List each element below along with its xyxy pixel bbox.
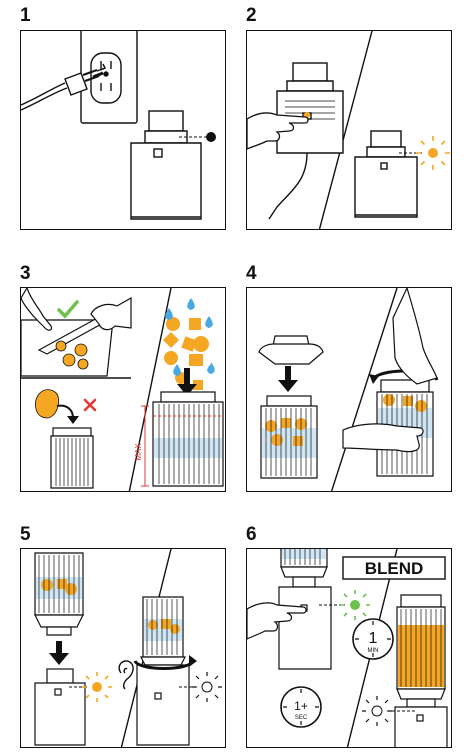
blend-label: BLEND <box>365 559 424 578</box>
step-1-panel <box>20 30 226 230</box>
blade-assembly <box>258 335 324 365</box>
step-4-panel <box>246 287 452 492</box>
jar-ribs <box>158 404 220 484</box>
blender-base <box>130 110 202 220</box>
fruit-cubes <box>163 317 209 390</box>
step-3-panel: MAX <box>20 287 226 492</box>
step-4-number: 4 <box>246 263 257 284</box>
power-cable-icon <box>21 82 68 111</box>
jar-ribs <box>146 599 178 655</box>
light-off-icon <box>179 672 222 702</box>
blender-base-front <box>354 130 418 218</box>
arrow-down-icon <box>49 641 69 665</box>
light-on-green-icon <box>319 590 370 620</box>
cutting-board <box>21 319 114 377</box>
max-marker <box>141 405 223 487</box>
outlet-icon <box>80 31 138 124</box>
step-1-number: 1 <box>20 5 31 26</box>
jar-ribs <box>400 609 442 687</box>
water-fill <box>154 438 222 458</box>
check-icon <box>57 300 79 319</box>
step-5-panel <box>20 548 226 748</box>
blade-base <box>34 614 84 628</box>
plug-icon <box>64 63 106 96</box>
small-jar <box>50 427 94 489</box>
jar-ribs <box>265 408 312 476</box>
whole-fruit <box>35 389 79 424</box>
panel-divider <box>318 31 373 229</box>
jar-ribs <box>38 555 80 613</box>
light-off-icon <box>362 696 417 726</box>
panel-divider <box>330 288 398 491</box>
timer-min-value: 1 <box>369 630 378 647</box>
hand-bottom <box>342 423 424 453</box>
timer-sec-value: 1+ <box>294 699 308 713</box>
hand-press-icon <box>247 602 307 640</box>
hand-top <box>392 288 438 385</box>
fruit-inside <box>148 619 180 634</box>
arrow-down-icon <box>177 368 197 396</box>
blend-label-box <box>342 556 446 580</box>
cross-icon <box>83 398 97 412</box>
blender-base-back <box>276 62 344 154</box>
water-fill <box>262 428 316 458</box>
assembled-blender <box>136 596 190 746</box>
step-3-number: 3 <box>20 263 31 284</box>
indicator-dot <box>179 132 216 142</box>
panel-divider <box>128 288 172 491</box>
timer-icon <box>352 618 394 660</box>
timer-sec-unit: SEC <box>295 715 308 721</box>
step-5-number: 5 <box>20 524 31 545</box>
step-6-panel: BLEND 1 MIN 1+ SEC <box>246 548 452 748</box>
water-drop-icon <box>165 298 215 376</box>
fruit-pieces <box>55 340 89 370</box>
ear-icon <box>118 660 134 690</box>
step-2-number: 2 <box>246 5 257 26</box>
motor-base <box>394 688 448 747</box>
rotate-arrow-icon <box>133 655 197 670</box>
step-2-panel <box>246 30 452 230</box>
hand-right <box>90 296 132 331</box>
hand-press-icon <box>247 112 309 150</box>
light-on-orange-icon <box>69 672 112 702</box>
light-on-orange-icon <box>399 136 450 170</box>
power-cable-icon <box>268 152 308 220</box>
motor-base <box>34 668 86 746</box>
timer-icon <box>280 686 322 728</box>
step-6-number: 6 <box>246 524 257 545</box>
max-label: MAX <box>134 443 143 461</box>
jar-ribs <box>284 549 321 565</box>
hand-left <box>21 288 53 331</box>
timer-min-unit: MIN <box>368 648 379 654</box>
arrow-down-icon <box>278 366 298 392</box>
